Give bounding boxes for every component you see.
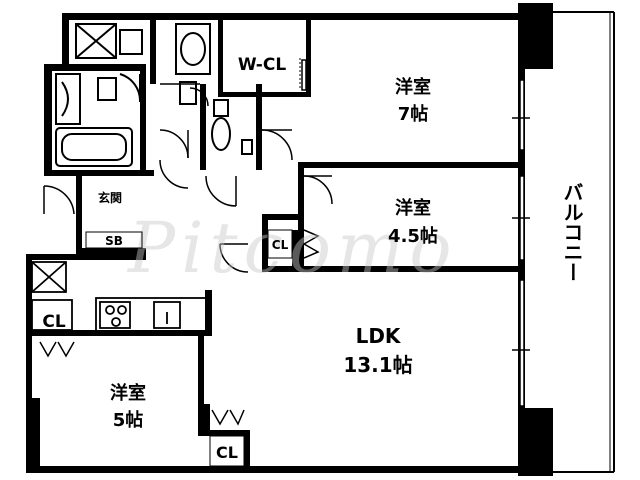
bathroom-fixtures [55, 23, 253, 167]
balcony-label: バルコニー [560, 182, 584, 282]
bedroom3-size: 5帖 [113, 409, 144, 431]
bedroom3-name: 洋室 [110, 382, 146, 404]
closet-bottom-label: CL [216, 443, 238, 462]
shoe-box-label: SB [105, 234, 123, 248]
closet-kitchen-label: CL [42, 312, 65, 332]
watermark: Pitcomo [126, 207, 458, 289]
bedroom2-size: 4.5帖 [388, 225, 438, 247]
closet-hall [267, 229, 293, 259]
doors [39, 83, 333, 426]
bedroom1-name: 洋室 [395, 76, 431, 98]
ldk-name: LDK [356, 324, 402, 348]
bedroom2-name: 洋室 [395, 197, 431, 219]
kitchen [31, 261, 207, 333]
closet-hall-label: CL [272, 238, 289, 252]
closet-bottom [209, 435, 245, 467]
balcony [553, 11, 615, 473]
wcl-label: W-CL [238, 55, 287, 75]
ldk-size: 13.1帖 [343, 353, 412, 377]
entrance-label: 玄関 [98, 190, 122, 205]
bedroom1-size: 7帖 [398, 103, 429, 125]
windows [301, 59, 530, 407]
shoe-box [85, 231, 143, 249]
